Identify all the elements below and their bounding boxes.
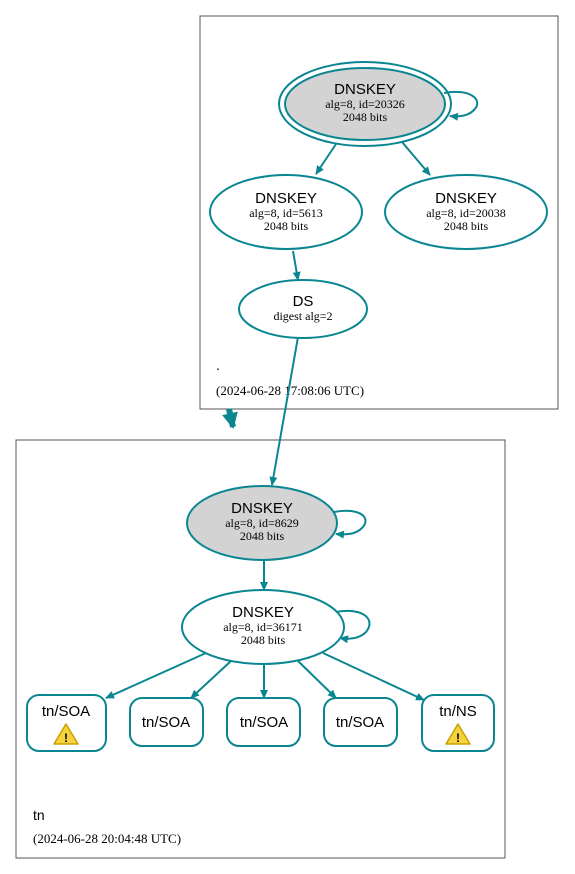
- node-tn-zsk-alg: alg=8, id=36171: [223, 620, 303, 634]
- node-root-zsk-20038-title: DNSKEY: [435, 190, 497, 207]
- rrset-tn-soa-1: tn/SOA !: [26, 694, 107, 752]
- edge-tn-zsk-rr4: [297, 660, 337, 699]
- edge-tn-zsk-self: [335, 609, 371, 644]
- node-root-zsk-20038-alg: alg=8, id=20038: [426, 206, 506, 220]
- delegation-arrow: [222, 408, 238, 429]
- edge-tn-zsk-rr5: [322, 652, 425, 701]
- node-tn-ksk-title: DNSKEY: [231, 500, 293, 517]
- zone-tn-name: tn: [33, 807, 45, 823]
- edge-ds-tn-ksk: [269, 336, 299, 486]
- warning-icon: !: [53, 723, 79, 745]
- node-root-ksk-alg: alg=8, id=20326: [325, 97, 405, 111]
- node-tn-ksk-bits: 2048 bits: [240, 529, 285, 543]
- node-tn-ksk-alg: alg=8, id=8629: [225, 516, 299, 530]
- node-root-ksk: DNSKEY alg=8, id=20326 2048 bits: [278, 61, 452, 147]
- edge-zsk1-ds: [292, 250, 301, 281]
- node-root-zsk-20038-bits: 2048 bits: [444, 219, 489, 233]
- edge-tn-ksk-self: [333, 509, 367, 539]
- node-root-zsk-5613: DNSKEY alg=8, id=5613 2048 bits: [209, 174, 363, 250]
- node-ds-title: DS: [293, 293, 314, 310]
- rrset-tn-soa-1-label: tn/SOA: [42, 703, 90, 720]
- zone-tn-timestamp: (2024-06-28 20:04:48 UTC): [33, 831, 181, 846]
- node-ds-digest: digest alg=2: [273, 309, 332, 323]
- zone-root-box: [199, 15, 559, 410]
- warning-icon: !: [445, 723, 471, 745]
- node-root-ksk-title: DNSKEY: [334, 81, 396, 98]
- node-tn-zsk-bits: 2048 bits: [241, 633, 286, 647]
- rrset-tn-soa-3-label: tn/SOA: [240, 714, 288, 731]
- edge-root-ksk-self: [443, 90, 479, 121]
- node-root-zsk-5613-bits: 2048 bits: [264, 219, 309, 233]
- node-tn-zsk: DNSKEY alg=8, id=36171 2048 bits: [181, 589, 345, 665]
- edge-root-ksk-zsk2: [401, 141, 431, 176]
- edge-root-ksk-zsk1: [315, 143, 337, 175]
- svg-text:!: !: [64, 731, 68, 745]
- zone-root-timestamp: (2024-06-28 17:08:06 UTC): [216, 383, 364, 398]
- svg-text:!: !: [456, 731, 460, 745]
- rrset-tn-soa-3: tn/SOA: [226, 697, 301, 747]
- rrset-tn-soa-2-label: tn/SOA: [142, 714, 190, 731]
- rrset-tn-ns: tn/NS !: [421, 694, 495, 752]
- node-root-ksk-bits: 2048 bits: [343, 110, 388, 124]
- rrset-tn-soa-2: tn/SOA: [129, 697, 204, 747]
- zone-tn-box: [15, 439, 506, 859]
- rrset-tn-soa-4-label: tn/SOA: [336, 714, 384, 731]
- edge-tn-zsk-rr2: [190, 660, 232, 699]
- node-root-zsk-20038: DNSKEY alg=8, id=20038 2048 bits: [384, 174, 548, 250]
- node-root-zsk-5613-alg: alg=8, id=5613: [249, 206, 323, 220]
- rrset-tn-ns-label: tn/NS: [439, 703, 477, 720]
- node-root-zsk-5613-title: DNSKEY: [255, 190, 317, 207]
- node-ds: DS digest alg=2: [238, 279, 368, 339]
- rrset-tn-soa-4: tn/SOA: [323, 697, 398, 747]
- zone-root-name: .: [216, 357, 220, 373]
- node-tn-ksk: DNSKEY alg=8, id=8629 2048 bits: [186, 485, 338, 561]
- node-tn-zsk-title: DNSKEY: [232, 604, 294, 621]
- edge-tn-zsk-rr1: [105, 652, 207, 699]
